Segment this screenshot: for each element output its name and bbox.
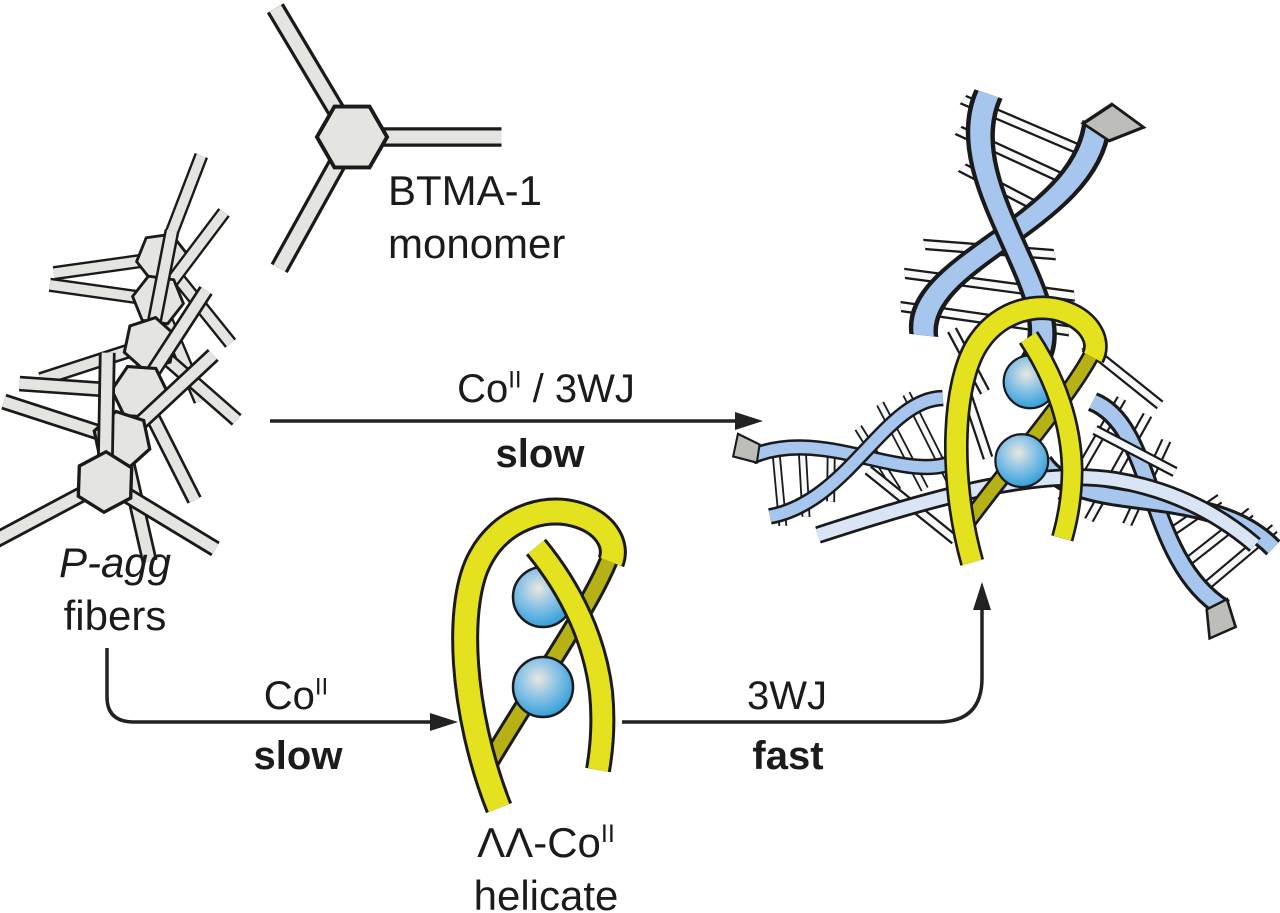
lower-left-reaction-arrow <box>105 648 458 731</box>
cobalt-helicate-icon <box>465 511 615 808</box>
main-arrow-reagent: CoII / 3WJ <box>457 367 635 411</box>
dna-arm-top <box>890 64 1147 377</box>
left-arrow-oxstate: II <box>314 673 329 701</box>
helicate-label-line1: ΛΛ-CoII <box>421 816 671 869</box>
helicate-label-line2: helicate <box>473 872 619 913</box>
left-arrow-reagent-label: CoII <box>196 670 396 723</box>
left-arrow-co: Co <box>263 674 315 718</box>
fibers-label-line2: fibers <box>63 592 167 639</box>
main-arrow-oxstate: II <box>508 366 522 394</box>
main-arrow-reagent-label: CoII / 3WJ <box>396 363 696 416</box>
helicate-oxstate: II <box>600 820 615 848</box>
helicate-label: ΛΛ-CoII helicate <box>421 816 671 913</box>
monomer-label-line2: monomer <box>388 220 566 267</box>
fibers-label: P-agg fibers <box>10 536 220 642</box>
right-arrow-rate-label: fast <box>752 734 824 778</box>
monomer-label: BTMA-1 monomer <box>388 164 565 270</box>
main-arrow-co: Co <box>457 367 509 411</box>
main-reaction-arrow <box>270 412 763 430</box>
main-arrow-3wj: / 3WJ <box>521 367 635 411</box>
right-arrow-reagent-label: 3WJ <box>747 674 827 718</box>
three-way-junction-assembly-icon <box>727 64 1280 647</box>
lower-right-reaction-arrow <box>622 582 991 724</box>
encapsulated-helicate <box>943 300 1101 573</box>
junction-cross-ribbon <box>815 468 1261 552</box>
main-arrow-rate-label: slow <box>495 432 585 476</box>
fibers-label-line1: P-agg <box>58 539 172 586</box>
left-arrow-rate-label: slow <box>253 734 343 778</box>
helicate-name: ΛΛ-Co <box>477 819 601 866</box>
monomer-label-line1: BTMA-1 <box>388 167 543 214</box>
junction-base-pair-rods <box>864 327 1178 545</box>
